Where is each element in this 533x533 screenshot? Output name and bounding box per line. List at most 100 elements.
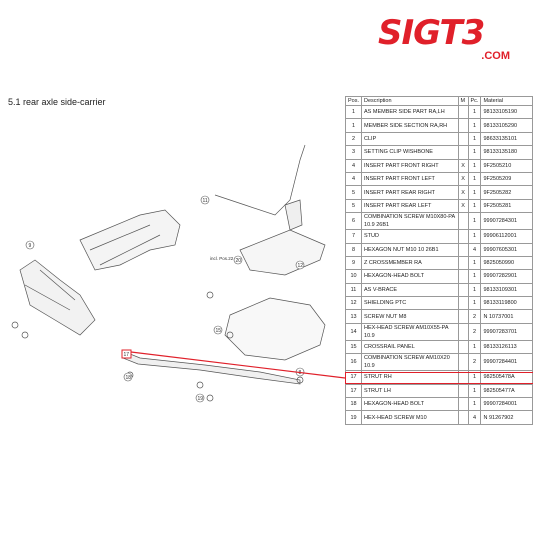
header-pc: Pc. [467, 96, 482, 106]
callout-12: 12 [295, 260, 305, 270]
cell-material: 99907282901 [480, 269, 533, 284]
cell-pc: 1 [467, 296, 482, 311]
cell-desc: CLIP [361, 131, 459, 147]
callout-15: 15 [213, 325, 223, 335]
cell-desc: AS V-BRACE [361, 282, 459, 298]
cell-m [457, 269, 469, 284]
callout-8: 8 [295, 367, 305, 377]
cell-pc: 1 [467, 145, 482, 160]
cell-pos: 15 [344, 339, 363, 355]
logo-wordmark: SIGT3 [378, 13, 485, 53]
cell-material: 98133135180 [480, 145, 533, 160]
insert-part [284, 199, 303, 231]
cell-pos: 7 [344, 229, 363, 244]
side-carrier-left [19, 259, 96, 336]
cell-material: 98133105190 [480, 104, 533, 120]
cell-desc: STRUT LH [361, 383, 459, 399]
cell-desc: COMBINATION SCREW M10X80-PA 10.9 26B1 [361, 212, 459, 231]
cell-m [457, 282, 469, 298]
cell-m: X [457, 198, 469, 214]
header-description: Description [361, 96, 459, 106]
cell-m [457, 131, 469, 147]
cell-material: 99907605301 [480, 242, 533, 257]
cell-m: X [457, 185, 469, 200]
cell-m [457, 322, 469, 341]
svg-text:9: 9 [29, 243, 32, 249]
cell-pc: 2 [467, 322, 482, 341]
callout-18: 18 [123, 372, 133, 382]
cell-desc: SHIELDING PTC [361, 296, 459, 311]
cell-material: 982505477A [480, 383, 533, 399]
svg-text:8: 8 [299, 370, 302, 376]
svg-text:11: 11 [203, 198, 208, 204]
cell-desc: STUD [361, 229, 459, 244]
cell-m [457, 296, 469, 311]
sigt3-logo[interactable]: SIGT3 .COM [372, 14, 522, 66]
clip-rod [214, 144, 306, 216]
cell-desc: MEMBER SIDE SECTION RA,RH [361, 118, 459, 133]
cell-pc: 1 [467, 229, 482, 244]
cell-pc: 1 [467, 255, 482, 271]
callout-20: 20 [233, 255, 243, 265]
cell-pos: 9 [344, 255, 363, 271]
cell-desc: HEX-HEAD SCREW M10 [361, 410, 459, 425]
cell-desc: CROSSRAIL PANEL [361, 339, 459, 355]
cell-pos: 16 [344, 353, 363, 372]
cell-pos: 14 [344, 322, 363, 341]
svg-text:12: 12 [298, 263, 304, 269]
cell-m [457, 212, 469, 231]
svg-text:18: 18 [126, 375, 132, 381]
cell-material: 99907284001 [480, 397, 533, 412]
logo-domain: .COM [481, 50, 510, 62]
cell-desc: COMBINATION SCREW AM10X20 10.9 [361, 353, 459, 372]
cell-m [457, 229, 469, 244]
cell-m [457, 339, 469, 355]
cell-pos: 12 [344, 296, 363, 311]
cell-desc: INSERT PART REAR LEFT [361, 198, 459, 214]
v-brace [239, 229, 326, 276]
cell-material: 98133105290 [480, 118, 533, 133]
cell-pos: 1 [344, 118, 363, 133]
cell-pos: 5 [344, 198, 363, 214]
svg-text:17: 17 [124, 352, 130, 358]
svg-text:20: 20 [236, 258, 242, 264]
cell-material: 98133119800 [480, 296, 533, 311]
section-title: 5.1 rear axle side-carrier [8, 97, 106, 107]
cell-material: 98133109301 [480, 282, 533, 298]
cell-desc: HEXAGON-HEAD BOLT [361, 269, 459, 284]
cell-pc: 1 [467, 383, 482, 399]
cell-pos: 10 [344, 269, 363, 284]
cell-pc: 1 [467, 269, 482, 284]
exploded-parts-diagram: 11 9 8 15 18 19 17 12 20 incl. Pos.22 [11, 144, 326, 403]
cell-pos: 3 [344, 145, 363, 160]
header-pos: Pos. [344, 96, 363, 106]
cell-material: 9F2505209 [480, 171, 533, 187]
cell-pc: 4 [467, 242, 482, 257]
cell-m [457, 410, 469, 425]
cell-material: N 91267902 [480, 410, 533, 425]
